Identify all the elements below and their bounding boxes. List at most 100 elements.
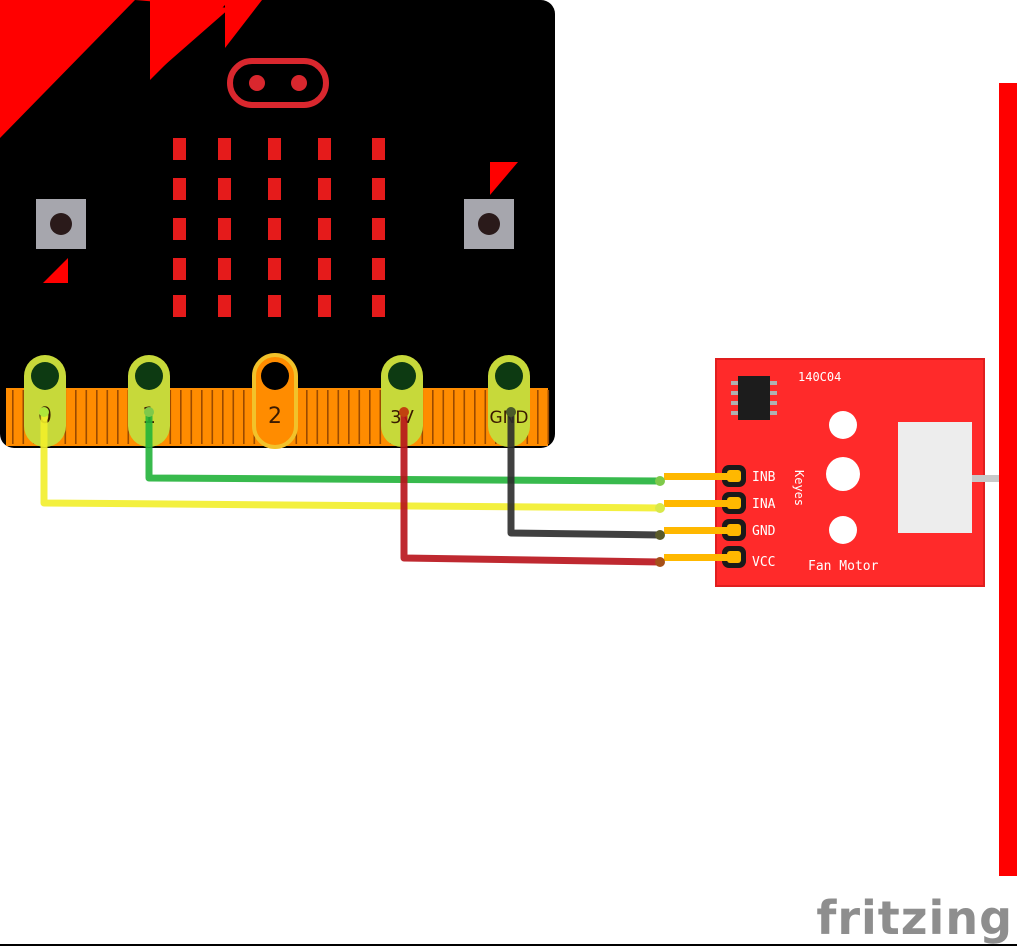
pin-lead bbox=[664, 473, 728, 480]
wire-end bbox=[655, 503, 665, 513]
chip-label: 140C04 bbox=[798, 370, 841, 384]
pin-label-inb: INB bbox=[752, 470, 776, 485]
wire-0-to-ina[interactable] bbox=[40, 408, 664, 512]
microbit-pad-gnd[interactable]: GND bbox=[488, 355, 530, 447]
fan-motor-icon bbox=[898, 422, 972, 533]
led-1-3 bbox=[318, 178, 331, 200]
microbit-board[interactable]: 0 1 2 3V GND bbox=[0, 0, 555, 449]
led-1-2 bbox=[268, 178, 281, 200]
connector-finger bbox=[96, 390, 98, 444]
connector-finger bbox=[432, 390, 434, 444]
led-0-2 bbox=[268, 138, 281, 160]
module-title: Fan Motor bbox=[808, 559, 879, 574]
connector-finger bbox=[201, 390, 203, 444]
microbit-zigzag-3 bbox=[150, 0, 230, 80]
led-3-1 bbox=[218, 258, 231, 280]
header-pin-vcc[interactable]: VCC bbox=[722, 546, 775, 570]
led-1-0 bbox=[173, 178, 186, 200]
wire-end bbox=[39, 407, 49, 417]
led-4-0 bbox=[173, 295, 186, 317]
connector-finger bbox=[358, 390, 361, 444]
connector-finger bbox=[442, 390, 445, 444]
wire-end bbox=[655, 557, 665, 567]
connector-finger bbox=[12, 390, 14, 444]
wire-end bbox=[144, 407, 154, 417]
led-1-1 bbox=[218, 178, 231, 200]
pin-label-ina: INA bbox=[752, 497, 776, 512]
connector-finger bbox=[22, 390, 25, 444]
connector-finger bbox=[190, 390, 193, 444]
connector-finger bbox=[379, 390, 382, 444]
pin-lead bbox=[664, 527, 728, 534]
pin-lead bbox=[664, 554, 728, 561]
microbit-zigzag-4 bbox=[225, 0, 262, 48]
connector-finger bbox=[306, 390, 308, 444]
brand-label: Keyes bbox=[792, 470, 806, 506]
fan-motor-module[interactable]: 140C04 Keyes Fan Motor INB INA GND bbox=[664, 358, 1002, 587]
led-4-4 bbox=[372, 295, 385, 317]
connector-finger bbox=[222, 390, 224, 444]
connector-finger bbox=[117, 390, 119, 444]
led-4-3 bbox=[318, 295, 331, 317]
driver-chip-icon bbox=[731, 376, 777, 420]
connector-finger bbox=[232, 390, 235, 444]
button-a[interactable] bbox=[36, 199, 86, 283]
wire-1-to-inb[interactable] bbox=[145, 408, 664, 485]
wire-3v-to-vcc[interactable] bbox=[400, 408, 664, 566]
led-0-3 bbox=[318, 138, 331, 160]
connector-finger bbox=[243, 390, 245, 444]
led-matrix bbox=[173, 138, 385, 317]
led-2-4 bbox=[372, 218, 385, 240]
connector-finger bbox=[537, 390, 539, 444]
led-3-0 bbox=[173, 258, 186, 280]
connector-finger bbox=[169, 390, 172, 444]
button-a-marker-icon bbox=[43, 258, 68, 283]
wire-end bbox=[399, 407, 409, 417]
led-4-2 bbox=[268, 295, 281, 317]
mounting-hole bbox=[829, 516, 857, 544]
connector-finger bbox=[463, 390, 466, 444]
pad-label-2: 2 bbox=[268, 404, 282, 429]
connector-finger bbox=[474, 390, 476, 444]
bottom-border bbox=[0, 944, 1017, 946]
wires bbox=[39, 407, 665, 567]
mounting-hole bbox=[826, 457, 860, 491]
fritzing-logo: fritzing bbox=[816, 891, 1013, 945]
connector-finger bbox=[106, 390, 109, 444]
wire-end bbox=[655, 530, 665, 540]
led-2-1 bbox=[218, 218, 231, 240]
microbit-pad-2[interactable]: 2 bbox=[252, 353, 298, 449]
connector-finger bbox=[337, 390, 340, 444]
led-4-1 bbox=[218, 295, 231, 317]
connector-finger bbox=[211, 390, 214, 444]
wire-gnd-to-gnd[interactable] bbox=[507, 408, 664, 539]
connector-finger bbox=[85, 390, 88, 444]
led-0-4 bbox=[372, 138, 385, 160]
led-2-3 bbox=[318, 218, 331, 240]
header-pin-ina[interactable]: INA bbox=[722, 492, 776, 514]
connector-finger bbox=[547, 390, 550, 444]
led-0-0 bbox=[173, 138, 186, 160]
led-0-1 bbox=[218, 138, 231, 160]
connector-finger bbox=[484, 390, 487, 444]
pin-lead bbox=[664, 500, 728, 507]
microbit-logo-zigzag bbox=[0, 0, 135, 138]
fan-blade bbox=[999, 83, 1017, 876]
connector-finger bbox=[369, 390, 371, 444]
header-pin-inb[interactable]: INB bbox=[722, 465, 776, 487]
header-pin-gnd[interactable]: GND bbox=[722, 519, 776, 541]
button-b[interactable] bbox=[464, 162, 518, 249]
pin-label-gnd: GND bbox=[752, 524, 776, 539]
connector-finger bbox=[180, 390, 182, 444]
wire-end bbox=[655, 476, 665, 486]
led-3-2 bbox=[268, 258, 281, 280]
led-3-3 bbox=[318, 258, 331, 280]
led-2-0 bbox=[173, 218, 186, 240]
microbit-pad-0[interactable]: 0 bbox=[24, 355, 66, 447]
led-1-4 bbox=[372, 178, 385, 200]
connector-finger bbox=[316, 390, 319, 444]
connector-finger bbox=[453, 390, 455, 444]
motor-shaft bbox=[972, 475, 1002, 482]
mounting-hole bbox=[829, 411, 857, 439]
